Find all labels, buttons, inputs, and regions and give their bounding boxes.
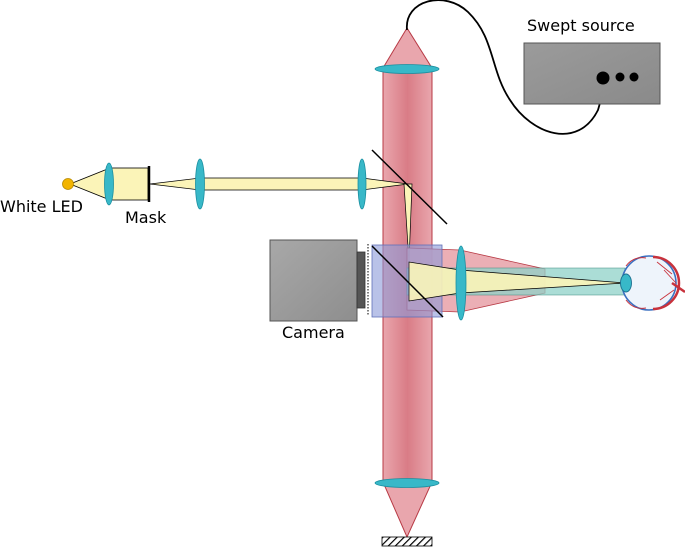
swept-source-box [523, 42, 661, 105]
reference-lens-top [374, 64, 440, 74]
reference-lens-bottom [374, 478, 440, 488]
eye [620, 255, 685, 311]
lower-beam-splitter [371, 245, 444, 318]
led-lens-3 [357, 158, 367, 210]
camera-body [269, 239, 358, 322]
led-illumination-path [68, 167, 413, 263]
reference-mirror [381, 536, 433, 547]
mask-label: Mask [125, 208, 167, 227]
fiber-cable [406, 0, 604, 135]
swept-source-label: Swept source [527, 16, 635, 35]
camera-label: Camera [282, 323, 345, 342]
camera-sensor [356, 251, 366, 309]
led-lens-1 [104, 162, 114, 206]
eye-lens [620, 273, 632, 293]
source-indicator-dot [615, 72, 625, 82]
sample-arm-lens [455, 245, 467, 321]
white-led [62, 178, 74, 190]
source-port-dot [596, 71, 610, 85]
upper-beam-splitter [371, 149, 448, 225]
led-lens-2 [195, 158, 205, 210]
source-indicator-dot [629, 72, 639, 82]
white-led-label: White LED [0, 197, 83, 216]
